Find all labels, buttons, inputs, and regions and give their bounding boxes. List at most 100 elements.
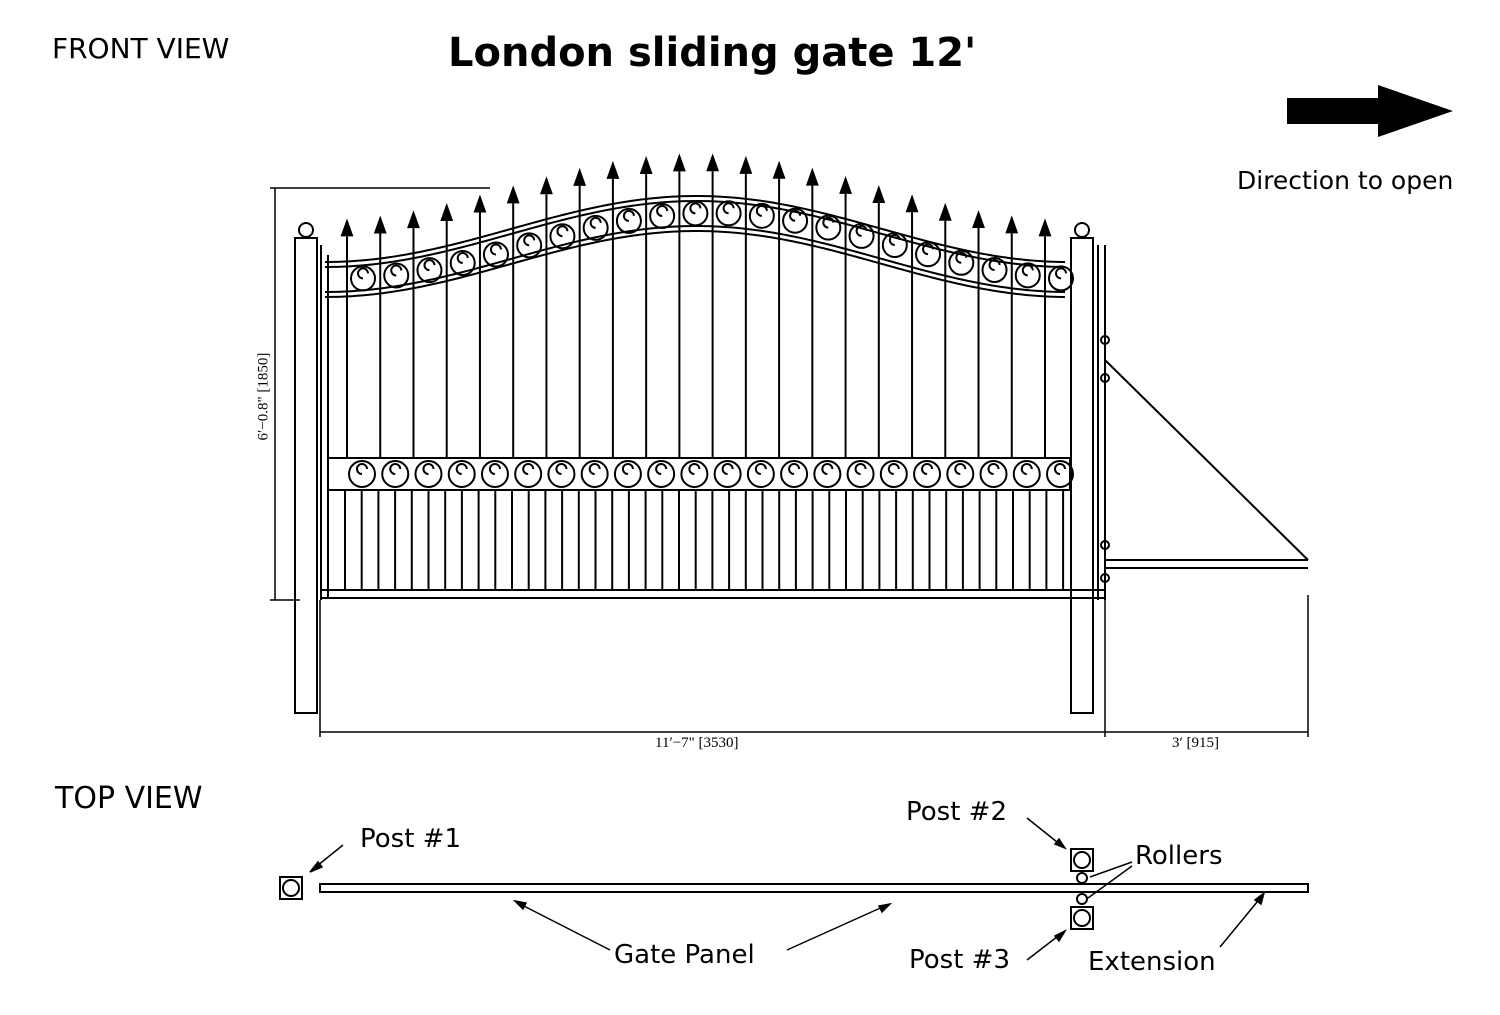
roller bbox=[1100, 573, 1110, 583]
scroll bbox=[946, 460, 975, 488]
scroll bbox=[383, 262, 410, 289]
gate-panel-label: Gate Panel bbox=[614, 940, 755, 970]
scroll-curl bbox=[488, 463, 501, 475]
spear-finial bbox=[440, 203, 454, 222]
post-1 bbox=[279, 876, 303, 900]
scroll-curl bbox=[390, 264, 403, 277]
scroll bbox=[1012, 460, 1041, 488]
spear-finial bbox=[938, 202, 952, 221]
scroll-curl bbox=[955, 251, 968, 264]
spear-finial bbox=[805, 167, 819, 186]
scroll-curl bbox=[754, 463, 767, 475]
dimension-lines bbox=[270, 187, 1309, 737]
post-cap bbox=[1074, 222, 1090, 238]
scroll-curl bbox=[656, 204, 669, 217]
scroll bbox=[979, 460, 1008, 488]
width-dimension: 11′−7" [3530] bbox=[655, 735, 739, 751]
scroll-curl bbox=[655, 463, 668, 475]
scroll bbox=[879, 460, 908, 488]
scroll bbox=[981, 256, 1008, 283]
scroll bbox=[815, 214, 842, 241]
extension-label: Extension bbox=[1088, 947, 1216, 977]
scroll-curl bbox=[522, 463, 535, 475]
post-2 bbox=[1070, 848, 1094, 872]
middle-rail bbox=[327, 457, 1071, 491]
post2-label: Post #2 bbox=[906, 797, 1007, 827]
scroll bbox=[748, 202, 775, 229]
scroll bbox=[848, 222, 875, 249]
scroll bbox=[416, 257, 443, 284]
scroll bbox=[715, 200, 742, 227]
scroll-curl bbox=[789, 209, 802, 222]
post3-label: Post #3 bbox=[909, 945, 1010, 975]
spear-finial bbox=[839, 175, 852, 194]
bottom-rail bbox=[320, 589, 1106, 599]
scroll bbox=[381, 460, 410, 488]
spear-finial bbox=[373, 215, 387, 234]
gate-top-view bbox=[279, 817, 1309, 961]
scroll-band-rail bbox=[324, 229, 1066, 298]
scroll bbox=[414, 460, 443, 488]
scroll bbox=[516, 232, 543, 259]
post-1 bbox=[294, 237, 318, 714]
top-rail bbox=[324, 199, 1066, 268]
scroll-curl bbox=[688, 463, 701, 475]
top-view-label: TOP VIEW bbox=[55, 781, 203, 816]
scroll bbox=[549, 223, 576, 250]
scroll bbox=[647, 460, 676, 488]
scroll-curl bbox=[855, 224, 868, 237]
scroll-curl bbox=[356, 463, 368, 475]
scroll bbox=[649, 202, 676, 229]
scroll bbox=[780, 460, 809, 488]
post-cap bbox=[298, 222, 314, 238]
scroll bbox=[680, 460, 709, 488]
callout-arrows bbox=[309, 817, 1266, 961]
scroll-curl bbox=[921, 463, 934, 475]
roller bbox=[1076, 872, 1088, 884]
scroll-curl bbox=[888, 234, 901, 247]
scroll bbox=[913, 460, 942, 488]
spear-finial bbox=[407, 210, 420, 229]
scroll bbox=[846, 460, 875, 488]
scroll bbox=[915, 241, 942, 268]
scroll bbox=[948, 249, 975, 276]
gate-front-view bbox=[294, 153, 1309, 714]
scroll-curl bbox=[555, 463, 568, 475]
scroll-curl bbox=[489, 243, 502, 256]
scroll-curl bbox=[689, 202, 702, 215]
scroll-curl bbox=[788, 463, 801, 475]
spear-finial bbox=[739, 155, 753, 174]
scroll-curl bbox=[1055, 267, 1067, 280]
scroll bbox=[480, 460, 509, 488]
scroll bbox=[580, 460, 609, 488]
spear-finial bbox=[506, 185, 520, 204]
scroll-curl bbox=[822, 216, 835, 229]
gate-panel bbox=[319, 883, 1309, 893]
spear-finial bbox=[1038, 218, 1052, 237]
scroll-curl bbox=[1054, 463, 1066, 475]
scroll bbox=[1014, 262, 1041, 289]
scroll bbox=[682, 200, 709, 227]
spear-finial bbox=[706, 153, 720, 172]
spear-finial bbox=[473, 194, 487, 213]
spear-finial bbox=[672, 153, 686, 172]
spear-finial bbox=[972, 210, 985, 228]
scroll bbox=[447, 460, 476, 488]
scroll bbox=[1046, 460, 1074, 488]
scroll-curl bbox=[721, 463, 734, 475]
scroll bbox=[746, 460, 775, 488]
scroll-curl bbox=[755, 204, 768, 217]
brace bbox=[1104, 359, 1309, 561]
scroll-curl bbox=[423, 259, 436, 272]
scroll-curl bbox=[455, 463, 468, 475]
scroll-curl bbox=[589, 216, 602, 229]
direction-label: Direction to open bbox=[1237, 166, 1454, 195]
page-title: London sliding gate 12' bbox=[448, 30, 977, 76]
scroll-curl bbox=[1021, 264, 1034, 277]
scroll-curl bbox=[622, 209, 635, 222]
scroll-curl bbox=[1020, 463, 1033, 475]
roller bbox=[1100, 335, 1110, 345]
arrow-right-icon bbox=[1287, 85, 1453, 137]
scroll bbox=[348, 460, 376, 488]
